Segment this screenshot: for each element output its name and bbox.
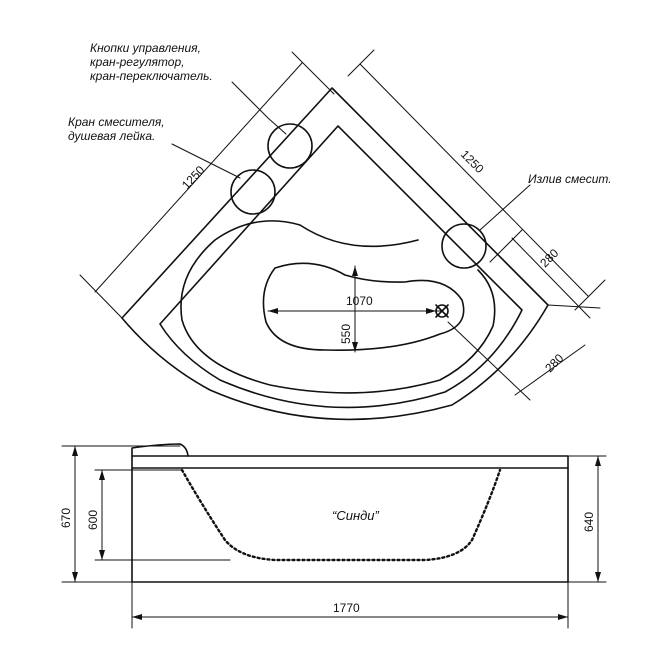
dim-right-ext-b: [574, 279, 606, 311]
dim-280-bottom-ext-a: [447, 321, 531, 401]
arrow-600-top: [99, 470, 105, 480]
spout-fixture: [441, 223, 487, 269]
spout-label: Излив смесит.: [528, 172, 612, 186]
arrow-1070-right: [426, 308, 436, 314]
dim-1770-text: 1770: [333, 601, 360, 615]
dim-280-top-line: [511, 237, 591, 319]
dim-right-text: 1250: [458, 147, 487, 176]
dim-left-ext-a: [79, 274, 123, 319]
controls-label-1: Кнопки управления,: [90, 41, 201, 55]
dim-right-line: [359, 63, 589, 297]
dim-550-text: 550: [339, 324, 353, 344]
arrow-1770-right: [558, 614, 568, 620]
arrow-670-bottom: [72, 572, 78, 582]
faucet-label-1: Кран смесителя,: [68, 115, 165, 129]
dim-280-bottom-text: 280: [542, 351, 566, 375]
dim-280-top-ext-a: [489, 229, 523, 263]
spout-leader: [479, 184, 531, 231]
arrow-670-top: [72, 446, 78, 456]
dim-left-line: [94, 62, 303, 293]
controls-label-3: кран-переключатель.: [90, 69, 213, 83]
arrow-640-bottom: [595, 572, 601, 582]
headrest: [131, 443, 189, 457]
arrow-640-top: [595, 456, 601, 466]
dim-left-ext-b: [291, 51, 335, 95]
inner-rim: [159, 125, 523, 409]
dim-670-text: 670: [59, 508, 73, 528]
dim-640-text: 640: [582, 512, 596, 532]
arrow-1070-left: [268, 308, 278, 314]
faucet-leader: [171, 143, 241, 179]
dim-280-top-text: 280: [537, 246, 561, 270]
bath-bowl: [180, 220, 496, 394]
dim-280-top-ext-b: [547, 304, 601, 309]
arrow-550-bottom: [352, 342, 358, 352]
control-buttons-fixture: [267, 123, 313, 169]
inner-basin: [262, 262, 465, 351]
arrow-600-bottom: [99, 550, 105, 560]
model-name: “Синди”: [332, 508, 380, 523]
dim-right-ext-a: [347, 49, 375, 77]
front-panel: [131, 455, 569, 583]
arrow-1770-left: [132, 614, 142, 620]
dim-1070-text: 1070: [346, 294, 373, 308]
controls-leader: [231, 81, 287, 135]
controls-label-2: кран-регулятор,: [90, 55, 184, 69]
arrow-550-top: [352, 266, 358, 276]
faucet-label-2: душевая лейка.: [68, 129, 155, 143]
dim-280-bottom-line: [514, 344, 586, 396]
outer-rim: [121, 87, 549, 421]
faucet-fixture: [230, 169, 276, 215]
dim-600-text: 600: [86, 510, 100, 530]
dim-left-text: 1250: [179, 163, 208, 192]
inner-bowl-dotted: [180, 468, 502, 562]
